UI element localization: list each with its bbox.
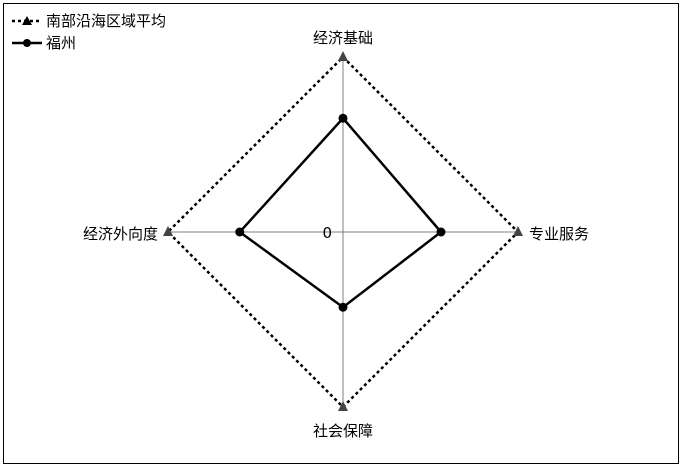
chart-frame: [3, 3, 679, 464]
legend-label-fuzhou: 福州: [46, 34, 76, 52]
axes-layer: [168, 57, 518, 407]
series-0-point-2: [338, 401, 348, 411]
series-1-point-3: [235, 227, 245, 237]
legend-label-regional-avg: 南部沿海区域平均: [46, 12, 166, 30]
series-layer: [163, 51, 523, 411]
center-tick-label: 0: [322, 224, 332, 242]
axis-label-right: 专业服务: [529, 225, 589, 243]
series-0-point-0: [338, 51, 348, 61]
series-0-point-1: [513, 226, 523, 236]
axis-label-top: 经济基础: [313, 29, 373, 47]
legend: 南部沿海区域平均 福州: [12, 12, 166, 52]
axis-label-left: 经济外向度: [83, 225, 158, 243]
legend-marker-circle: [23, 39, 31, 47]
series-0-point-3: [163, 226, 173, 236]
axis-label-bottom: 社会保障: [313, 422, 373, 440]
legend-marker-triangle: [22, 16, 32, 25]
series-1-point-0: [338, 113, 348, 123]
series-1-point-2: [338, 302, 348, 312]
series-1-point-1: [436, 227, 446, 237]
series-line-1: [237, 116, 443, 309]
